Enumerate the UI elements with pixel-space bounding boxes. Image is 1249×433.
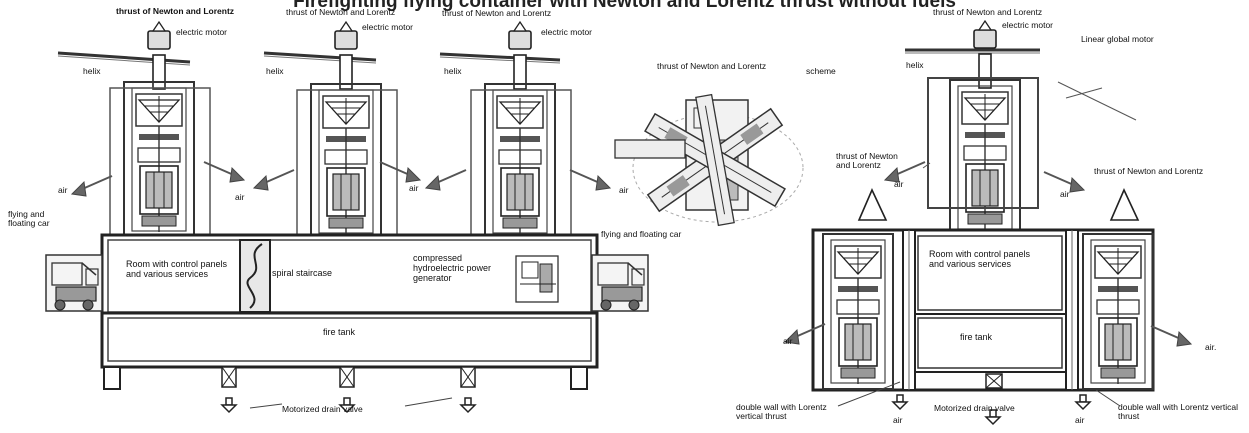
label-double-wall-left: double wall with Lorentz vertical thrust xyxy=(736,402,827,422)
label-thrust-3: thrust of Newton and Lorentz xyxy=(442,8,552,18)
label-linear-global-motor: Linear global motor xyxy=(1081,34,1154,44)
label-generator: compressed hydroelectric power generator xyxy=(413,253,492,283)
label-electric-motor-3: electric motor xyxy=(541,27,593,37)
label-fire-tank-right: fire tank xyxy=(960,332,993,342)
label-air-4: air xyxy=(619,185,629,195)
label-air-1: air xyxy=(58,185,68,195)
label-scheme: scheme xyxy=(806,66,836,76)
label-helix-right: helix xyxy=(906,60,924,70)
label-air-right-1: air xyxy=(894,179,904,189)
label-helix-2: helix xyxy=(266,66,284,76)
label-helix-1: helix xyxy=(83,66,101,76)
label-thrust-scheme: thrust of Newton and Lorentz xyxy=(657,61,767,71)
right-container-assembly xyxy=(784,20,1192,425)
label-thrust-2: thrust of Newton and Lorentz xyxy=(286,7,396,17)
scheme-drawing xyxy=(614,93,804,227)
label-air-3: air xyxy=(409,183,419,193)
label-thrust-stacked: thrust of Newton and Lorentz xyxy=(836,151,898,171)
label-double-wall-right: double wall with Lorentz vertical thrust xyxy=(1118,402,1239,422)
label-thrust-right-2: thrust of Newton and Lorentz xyxy=(1094,166,1204,176)
label-flying-car-left: flying and floating car xyxy=(8,209,50,229)
label-helix-3: helix xyxy=(444,66,462,76)
label-thrust-right: thrust of Newton and Lorentz xyxy=(933,7,1043,17)
label-electric-motor-1: electric motor xyxy=(176,27,228,37)
label-electric-motor-right: electric motor xyxy=(1002,20,1054,30)
label-electric-motor-2: electric motor xyxy=(362,22,414,32)
left-container-assembly xyxy=(45,21,649,413)
label-air-right-3: air xyxy=(783,336,793,346)
label-air-2: air xyxy=(235,192,245,202)
label-air-right-2: air xyxy=(1060,189,1070,199)
label-thrust-1: thrust of Newton and Lorentz xyxy=(116,6,235,16)
label-air-right-6: air xyxy=(1075,415,1085,425)
label-flying-car-right: flying and floating car xyxy=(601,229,682,239)
label-spiral-staircase: spiral staircase xyxy=(272,268,333,278)
figure-title: Firefighting flying container with Newto… xyxy=(293,0,956,12)
label-air-right-4: air. xyxy=(1205,342,1217,352)
label-drain-valve-right: Motorized drain valve xyxy=(934,403,1015,413)
label-drain-valve-left: Motorized drain valve xyxy=(282,404,363,414)
label-room-left: Room with control panels and various ser… xyxy=(126,259,228,279)
label-fire-tank-left: fire tank xyxy=(323,327,356,337)
label-room-right: Room with control panels and various ser… xyxy=(929,249,1031,269)
label-air-right-5: air xyxy=(893,415,903,425)
